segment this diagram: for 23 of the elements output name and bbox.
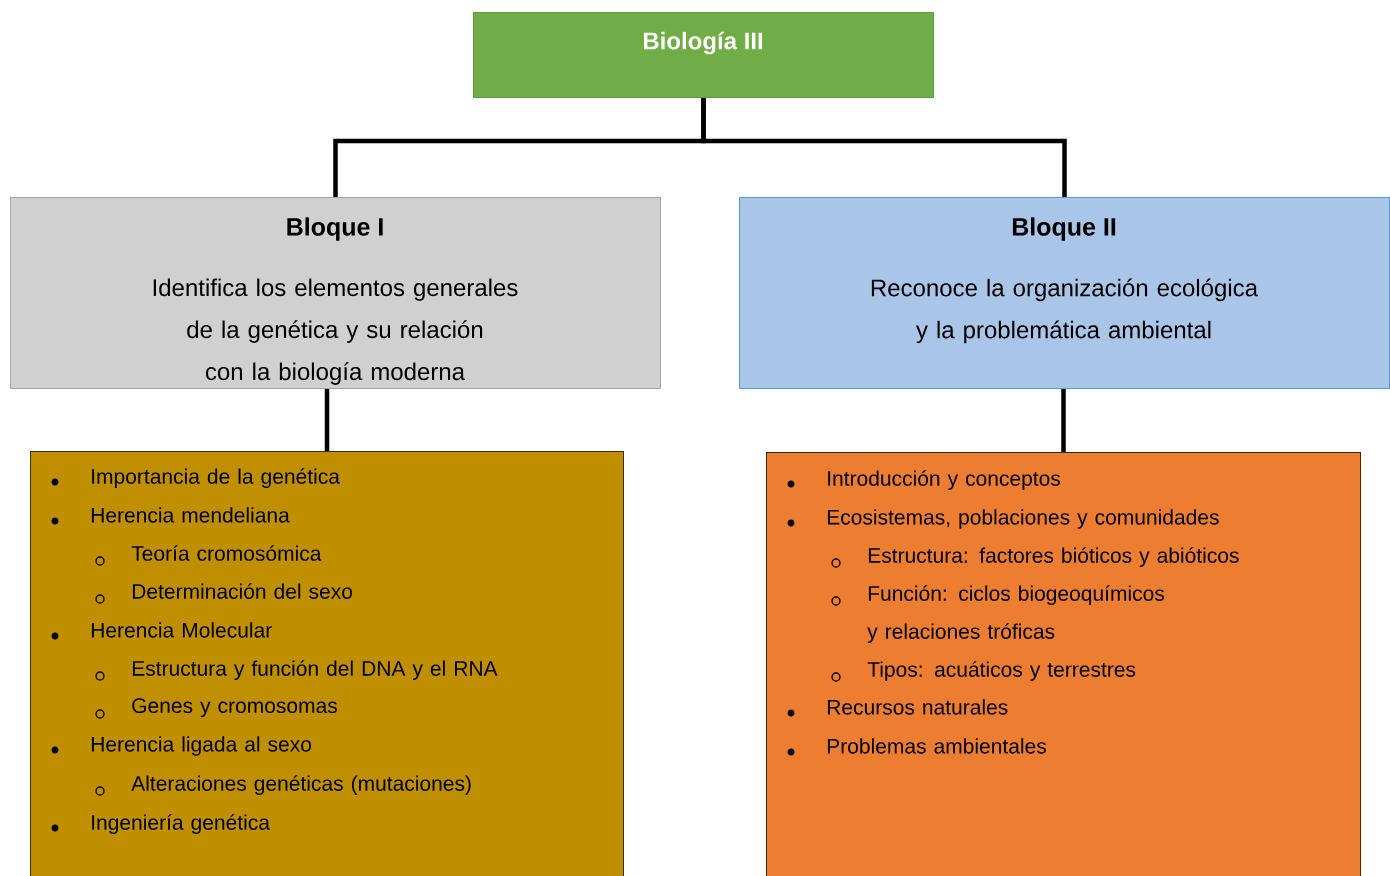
list-item: Ingeniería genética <box>92 814 270 835</box>
list-item: Herencia Molecular <box>91 622 272 638</box>
list-item: Introducción y conceptos <box>828 470 1061 491</box>
list-item: Problemas ambientales <box>827 738 1046 754</box>
list-item: Genes y cromosomas <box>132 698 337 718</box>
list-item: Alteraciones genéticas (mutaciones) <box>131 775 471 796</box>
list-item: Tipos: acuáticos y terrestres <box>867 661 1136 682</box>
list-item: Determinación del sexo <box>132 583 353 599</box>
list-item: Herencia mendeliana <box>91 507 290 523</box>
title-box: Biología III <box>473 12 934 98</box>
list-item: Estructura y función del DNA y el RNA <box>132 660 498 681</box>
connector-line <box>1061 389 1066 452</box>
list-item: Importancia de la genética <box>92 468 340 489</box>
list-item: Herencia ligada al sexo <box>91 736 312 756</box>
block-description: Identifica los elementos generales de la genética y su relación con la biología moderna <box>153 278 518 385</box>
list-item: Teoría cromosómica <box>131 545 322 561</box>
list-item: Estructura: factores bióticos y abióticos <box>868 547 1239 568</box>
list-item: Función: ciclos biogeoquímicos y relaciones tróficas <box>867 585 1165 644</box>
list-item: Ecosistemas, poblaciones y comunidades <box>827 509 1219 529</box>
connector-line <box>701 98 1067 197</box>
connector-line <box>324 389 330 451</box>
block-description: Reconoce la organización ecológica y la problemática ambiental <box>871 278 1258 344</box>
list-item: Recursos naturales <box>827 699 1008 715</box>
